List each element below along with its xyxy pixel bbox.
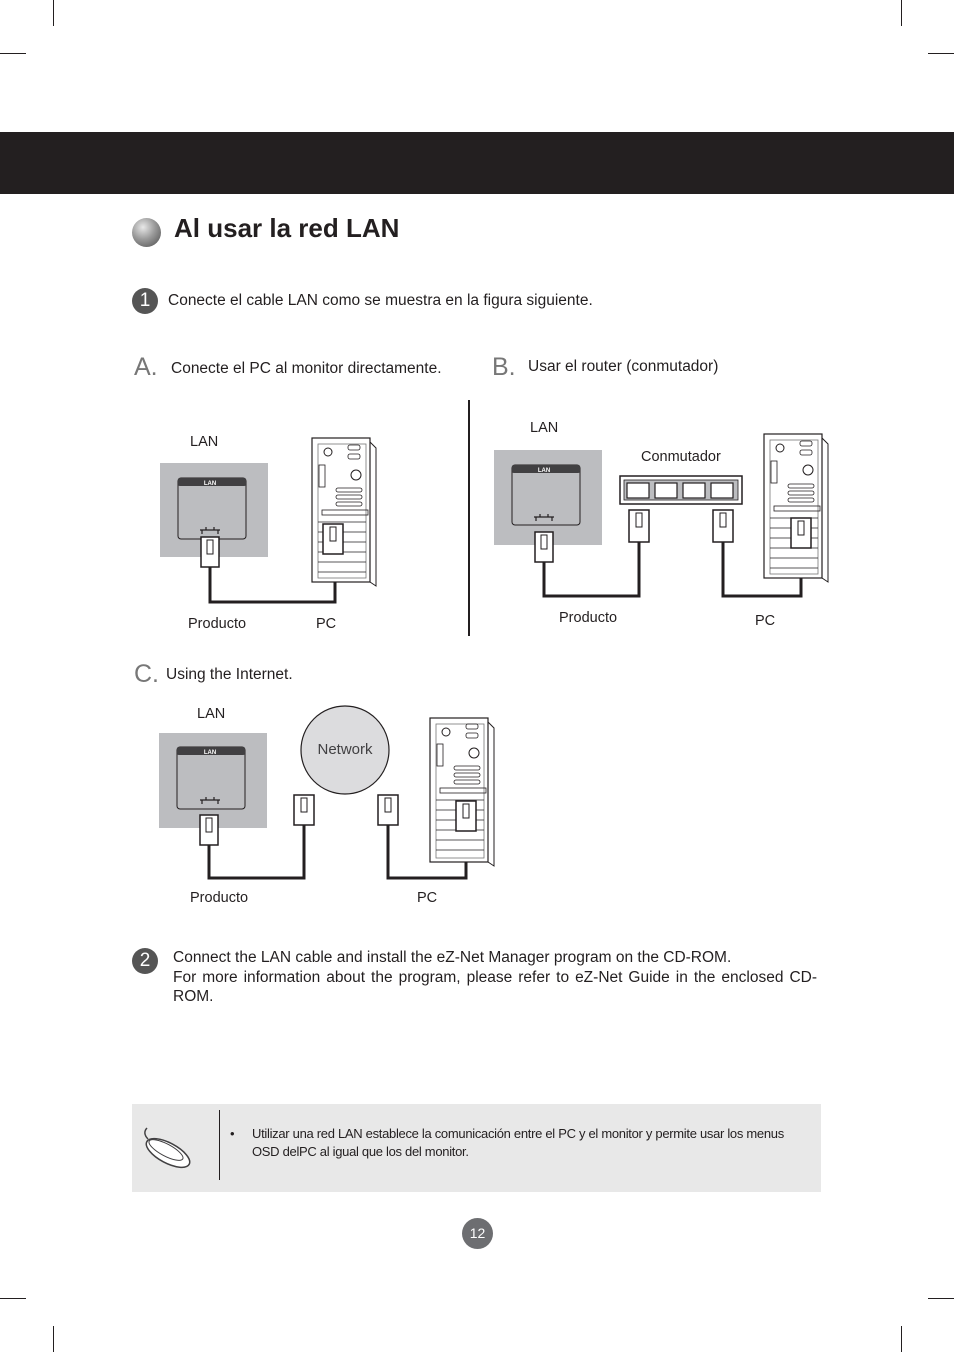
section-a-product-label: Producto <box>188 616 247 632</box>
note-separator <box>219 1110 220 1180</box>
crop-mark <box>901 1326 902 1352</box>
section-c-network-label: Network <box>317 741 373 758</box>
page-number: 12 <box>462 1218 493 1249</box>
section-c-diagram: LAN Network <box>159 705 495 880</box>
sphere-bullet-icon <box>132 218 161 247</box>
section-b-text: Usar el router (conmutador) <box>528 358 719 375</box>
section-c-letter: C. <box>134 660 159 688</box>
step-2-line-2: For more information about the program, … <box>173 968 817 1006</box>
crop-mark <box>901 0 902 26</box>
section-c-product-label: Producto <box>190 890 249 906</box>
section-a-lan-label: LAN <box>190 434 219 450</box>
section-divider <box>468 400 470 636</box>
section-b-lan-label: LAN <box>530 420 559 436</box>
crop-mark <box>53 1326 54 1352</box>
section-b-letter: B. <box>492 353 516 381</box>
section-a-text: Conecte el PC al monitor directamente. <box>171 360 442 377</box>
section-c-lan-label: LAN <box>197 706 226 722</box>
step-2-line-1: Connect the LAN cable and install the eZ… <box>173 949 732 966</box>
section-a-port-label: LAN <box>204 481 216 487</box>
pc-tower-icon <box>311 437 377 587</box>
section-b-port-label: LAN <box>538 468 550 474</box>
section-c-text: Using the Internet. <box>166 666 293 683</box>
section-a-diagram: LAN <box>160 437 377 604</box>
switch-icon <box>619 475 743 505</box>
section-a-letter: A. <box>134 353 158 381</box>
pc-tower-icon <box>429 717 495 867</box>
crop-mark <box>928 53 954 54</box>
section-b-pc-label: PC <box>755 613 776 629</box>
step-number-1: 1 <box>132 288 158 314</box>
step-number-2: 2 <box>132 948 158 974</box>
crop-mark <box>0 53 26 54</box>
page-title: Al usar la red LAN <box>174 213 400 243</box>
crop-mark <box>928 1298 954 1299</box>
network-icon <box>300 705 390 795</box>
section-a-pc-label: PC <box>316 616 337 632</box>
header-band <box>0 132 954 194</box>
note-box <box>132 1104 821 1192</box>
crop-mark <box>0 1298 26 1299</box>
section-b-switch-label: Conmutador <box>641 449 721 465</box>
section-c-port-label: LAN <box>204 750 216 756</box>
pc-tower-icon <box>763 433 829 583</box>
mouse-icon <box>144 1127 191 1169</box>
section-b-diagram: LAN <box>494 433 829 598</box>
step-2-text: Connect the LAN cable and install the eZ… <box>173 948 817 1007</box>
section-b-product-label: Producto <box>559 610 618 626</box>
note-text: Utilizar una red LAN establece la comuni… <box>252 1126 784 1159</box>
section-c-pc-label: PC <box>417 890 438 906</box>
crop-mark <box>53 0 54 26</box>
step-1-text: Conecte el cable LAN como se muestra en … <box>168 292 593 309</box>
note-bullet: • <box>230 1126 235 1141</box>
